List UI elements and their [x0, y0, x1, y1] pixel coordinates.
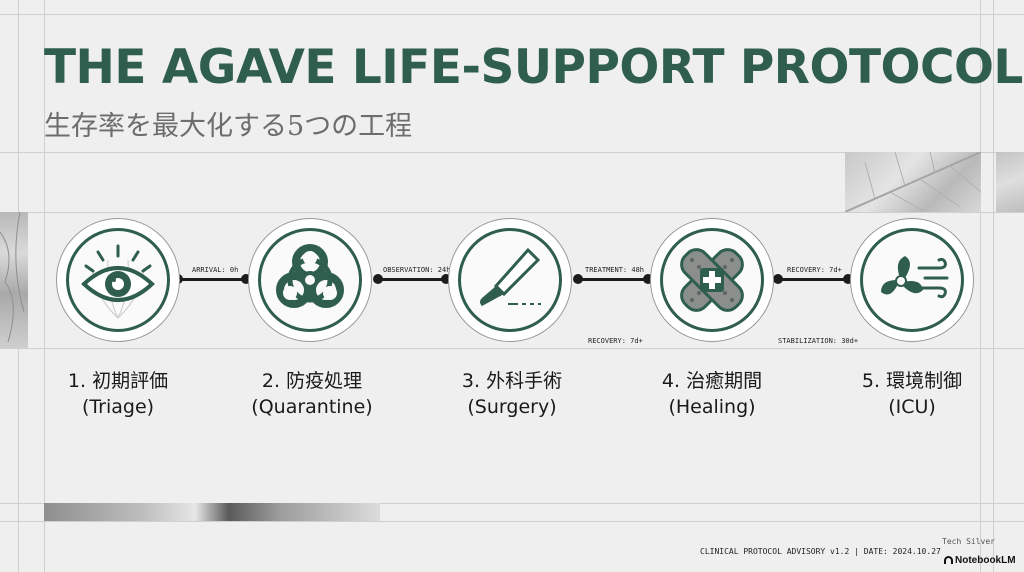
- page-subtitle: 生存率を最大化する5つの工程: [44, 111, 413, 142]
- connector-dot: [441, 274, 451, 284]
- connector-1-2: [178, 278, 248, 281]
- step-1-subtitle: (Triage): [81, 396, 155, 418]
- biohazard-icon: [276, 244, 344, 308]
- step-2-label: 2. 防疫処理 (Quarantine): [212, 368, 412, 420]
- connector-4-5: [778, 278, 850, 281]
- agave-photo-strip: [44, 503, 380, 521]
- footer-author: Tech Silver: [942, 537, 995, 546]
- step-1-circle: [56, 218, 180, 342]
- footer-advisory: CLINICAL PROTOCOL ADVISORY v1.2 | DATE: …: [700, 547, 941, 556]
- step-3-subtitle: (Surgery): [467, 396, 557, 418]
- notebooklm-brand: NotebookLM: [944, 555, 1016, 566]
- step-2-circle: [248, 218, 372, 342]
- connector-dot: [373, 274, 383, 284]
- leaf-texture-right: [845, 152, 981, 212]
- step-4-circle: [650, 218, 774, 342]
- fan-icon: [881, 256, 949, 299]
- connector-label: RECOVERY: 7d+: [787, 266, 842, 274]
- step-5-title: 5. 環境制御: [861, 370, 963, 392]
- scalpel-icon: [480, 247, 541, 306]
- step-3-circle: [448, 218, 572, 342]
- connector-3-4: [578, 278, 650, 281]
- step-1-label: 1. 初期評価 (Triage): [18, 368, 218, 420]
- step-5-circle: [850, 218, 974, 342]
- step-2-title: 2. 防疫処理: [261, 370, 363, 392]
- connector-label: OBSERVATION: 24h: [383, 266, 451, 274]
- notebooklm-label: NotebookLM: [955, 555, 1016, 566]
- connector-dot: [241, 274, 251, 284]
- connector-dot: [573, 274, 583, 284]
- connector-dot: [773, 274, 783, 284]
- step-1-title: 1. 初期評価: [67, 370, 169, 392]
- bandage-icon: [680, 248, 744, 312]
- connector-label: STABILIZATION: 30d+: [778, 337, 859, 345]
- step-3-label: 3. 外科手術 (Surgery): [412, 368, 612, 420]
- step-4-subtitle: (Healing): [668, 396, 756, 418]
- plant-texture-left: [0, 212, 28, 348]
- leaf-texture-far-right: [996, 152, 1024, 212]
- step-5-subtitle: (ICU): [888, 396, 936, 418]
- connector-label: ARRIVAL: 0h: [192, 266, 239, 274]
- step-4-title: 4. 治癒期間: [661, 370, 763, 392]
- step-4-label: 4. 治癒期間 (Healing): [612, 368, 812, 420]
- page-title: THE AGAVE LIFE-SUPPORT PROTOCOL: [44, 40, 1023, 95]
- connector-label: RECOVERY: 7d+: [588, 337, 643, 345]
- step-2-subtitle: (Quarantine): [251, 396, 373, 418]
- notebooklm-logo-icon: [944, 556, 953, 564]
- connector-2-3: [378, 278, 448, 281]
- step-3-title: 3. 外科手術: [461, 370, 563, 392]
- step-5-label: 5. 環境制御 (ICU): [812, 368, 1012, 420]
- connector-dot: [843, 274, 853, 284]
- eye-icon: [81, 244, 155, 319]
- connector-label: TREATMENT: 48h: [585, 266, 645, 274]
- connector-dot: [643, 274, 653, 284]
